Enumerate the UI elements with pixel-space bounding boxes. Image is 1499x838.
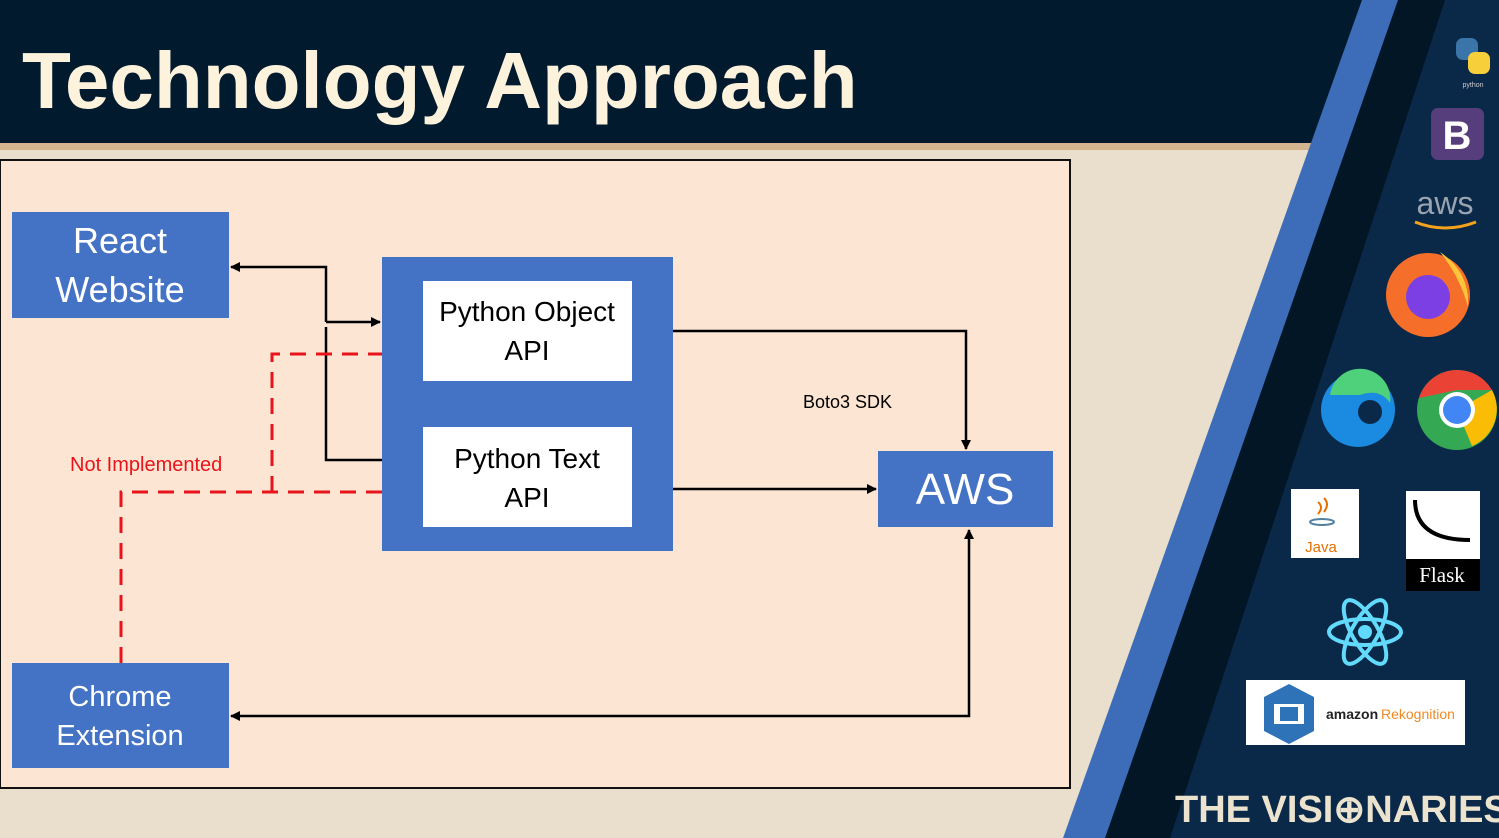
chrome-logo [1417, 369, 1497, 450]
aws-logo: aws [1414, 185, 1477, 230]
dashed-to-object-api [270, 349, 422, 492]
node-python-object-api: Python Object API [423, 281, 632, 381]
svg-text:B: B [1443, 114, 1472, 158]
dark-stripe [1103, 0, 1445, 838]
firefox-logo [1386, 252, 1470, 337]
bootstrap-logo: B [1431, 108, 1484, 160]
python-logo: python [1456, 38, 1490, 89]
svg-text:aws: aws [1417, 185, 1474, 221]
svg-text:Website: Website [55, 269, 184, 310]
svg-text:Rekognition: Rekognition [1381, 706, 1455, 722]
dashed-to-text-api [119, 487, 422, 663]
dashed-connectors [119, 349, 422, 663]
svg-text:Chrome: Chrome [68, 681, 171, 713]
react-logo [1327, 598, 1403, 666]
svg-text:React: React [73, 220, 167, 261]
title-underline [0, 143, 1320, 150]
title-band [0, 0, 1499, 143]
svg-text:python: python [1462, 82, 1483, 89]
svg-text:Python Object: Python Object [439, 296, 615, 327]
svg-text:AWS: AWS [916, 465, 1015, 514]
flask-logo: Flask [1406, 491, 1480, 591]
svg-text:Extension: Extension [56, 720, 183, 752]
boto3-label: Boto3 SDK [803, 392, 892, 412]
page-title: Technology Approach [22, 36, 858, 125]
svg-text:API: API [504, 335, 549, 366]
svg-text:API: API [504, 482, 549, 513]
arrow-object-api-aws [635, 326, 971, 450]
arrow-to-react [230, 262, 328, 322]
svg-text:Python Text: Python Text [454, 443, 600, 474]
node-chrome-extension: Chrome Extension [12, 663, 229, 768]
arrow-chrome-aws [230, 529, 974, 721]
svg-text:amazon: amazon [1326, 706, 1378, 722]
java-logo: Java [1291, 489, 1359, 558]
svg-text:Flask: Flask [1419, 563, 1465, 587]
not-implemented-label: Not Implemented [70, 454, 222, 476]
amazon-rekognition-logo: amazon Rekognition [1246, 680, 1465, 745]
svg-text:Java: Java [1305, 539, 1337, 556]
edge-logo [1321, 368, 1395, 447]
node-python-text-api: Python Text API [423, 427, 632, 527]
brand-footer: THE VISI⊕NARIES [1175, 789, 1499, 831]
node-react-website: React Website [12, 212, 229, 318]
blue-stripe [1063, 0, 1398, 838]
node-aws: AWS [878, 451, 1053, 527]
